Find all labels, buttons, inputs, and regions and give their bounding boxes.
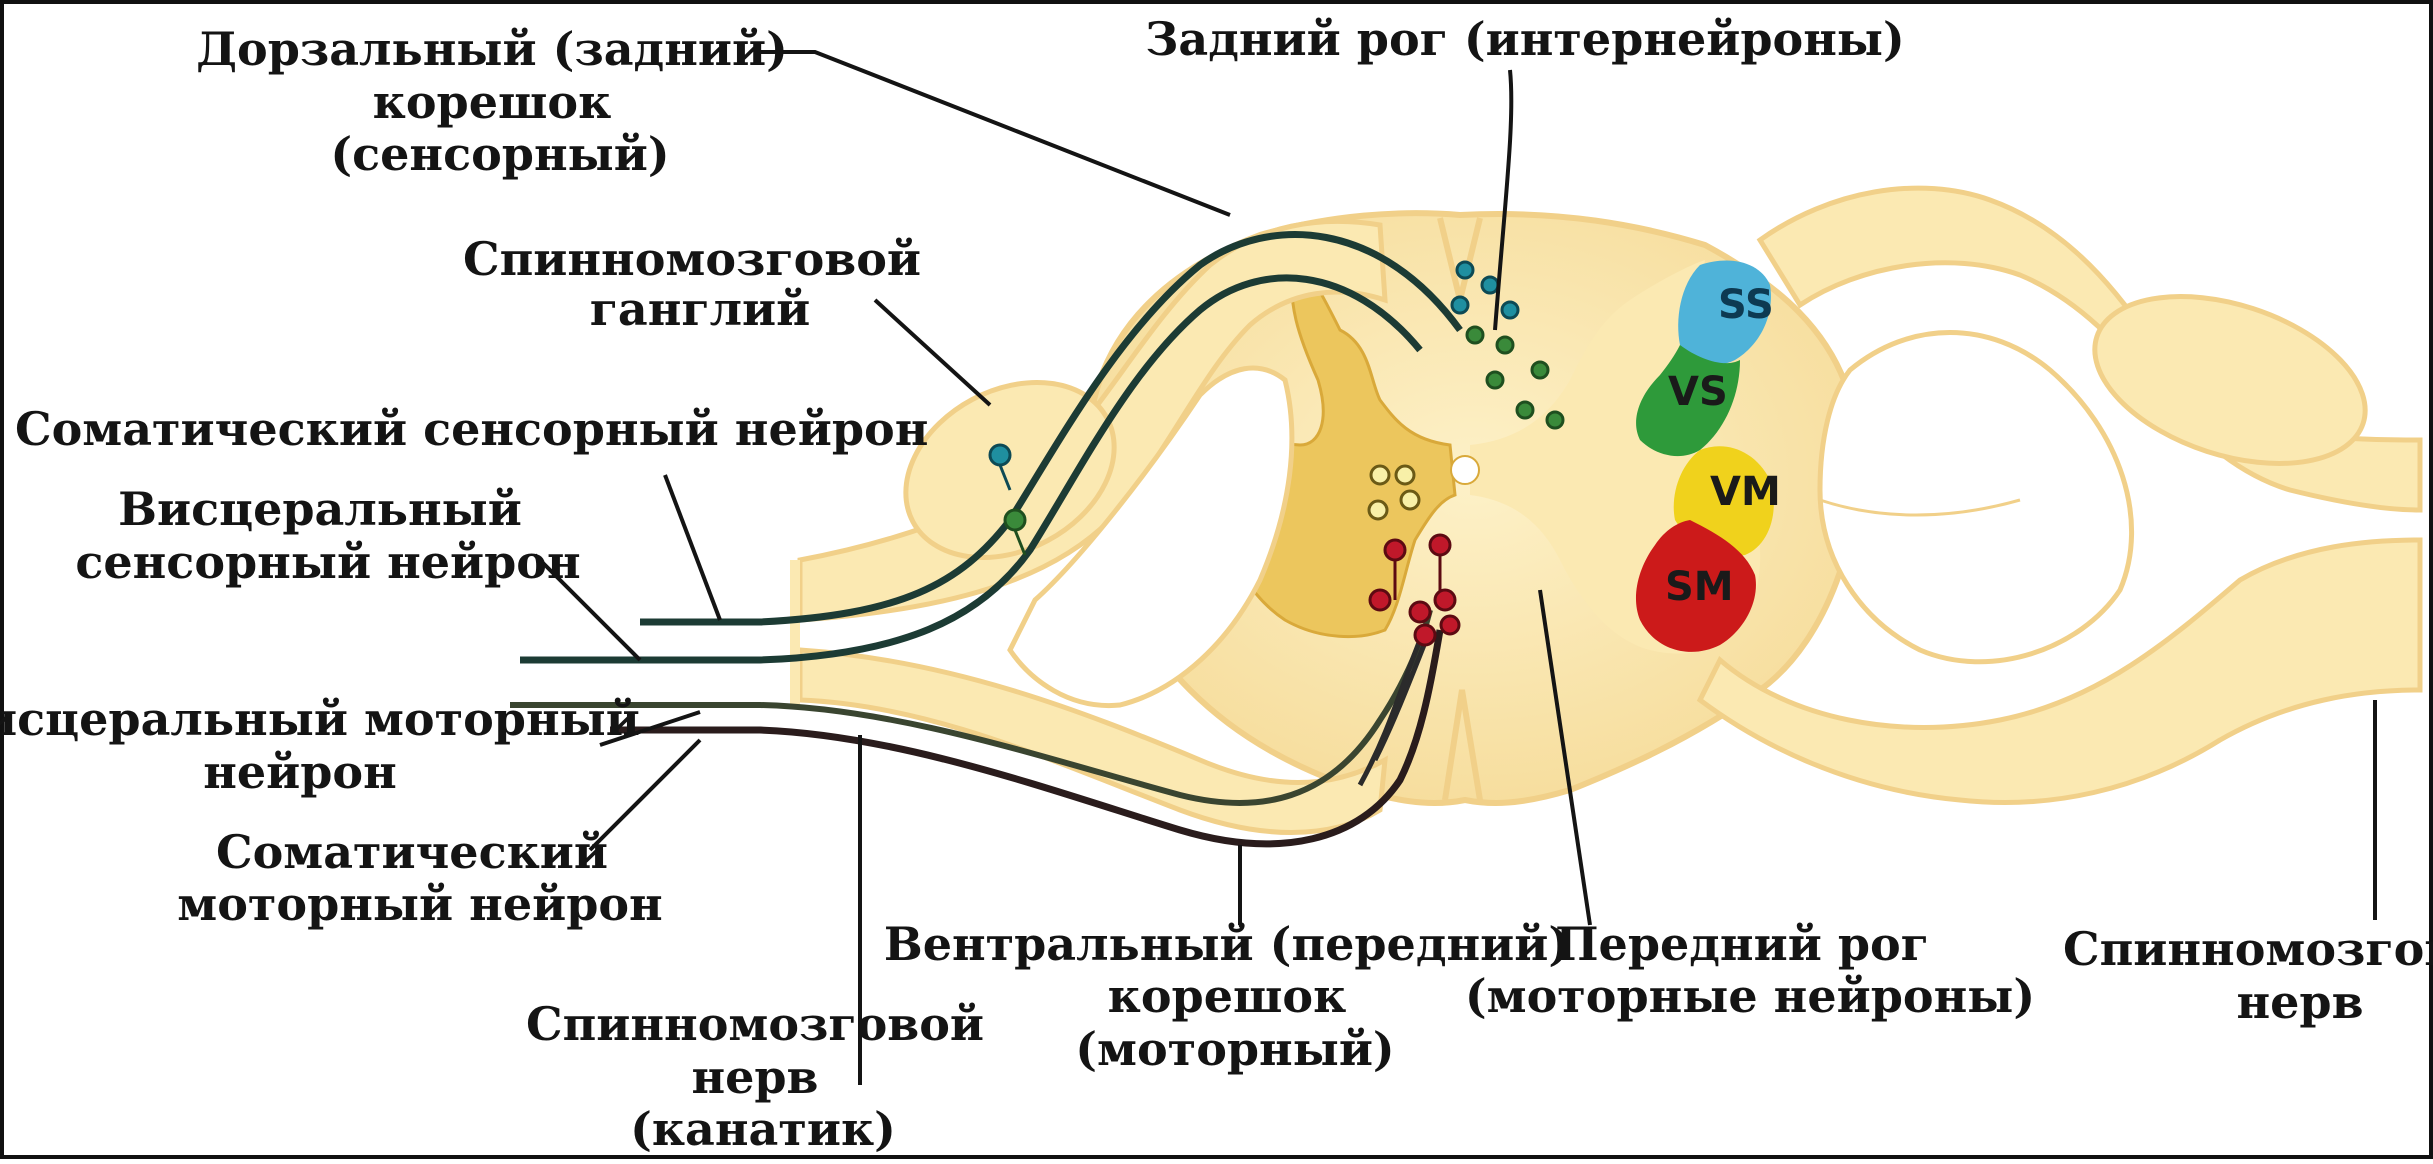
interneuron-soma-1 [1371, 466, 1389, 484]
spinal-nerve-left [790, 560, 800, 705]
region-label-vs: VS [1668, 369, 1728, 415]
central-canal [1451, 456, 1479, 484]
region-label-ss: SS [1718, 282, 1774, 328]
right-nerve-gap [1820, 333, 2132, 662]
label-visceral-sensory: Висцеральный сенсорный нейрон [75, 482, 580, 589]
leader-spinal-ganglion [875, 300, 990, 405]
region-label-vm: VM [1710, 469, 1781, 515]
label-spinal-nerve-left: Спинномозговой нерв (канатик) [526, 997, 1000, 1156]
leader-dorsal-root [760, 52, 1230, 215]
label-somatic-motor: Соматический моторный нейрон [177, 825, 662, 931]
label-visceral-motor: Висцеральный моторный нейрон [0, 692, 656, 799]
label-dorsal-root: Дорзальный (задний) корешок (сенсорный) [196, 22, 804, 181]
region-label-sm: SM [1665, 564, 1734, 610]
leader-somatic-sensory [665, 475, 720, 620]
visceral-sensory-soma [1005, 510, 1025, 530]
label-dorsal-horn: Задний рог (интернейроны) [1145, 12, 1905, 66]
interneuron-soma-2 [1396, 466, 1414, 484]
somatic-sensory-soma [990, 445, 1010, 465]
interneuron-soma-3 [1369, 501, 1387, 519]
interneuron-soma-4 [1401, 491, 1419, 509]
label-spinal-ganglion: Спинномозговой ганглий [463, 232, 937, 336]
label-spinal-nerve-right: Спинномозговой нерв [2063, 922, 2433, 1029]
label-somatic-sensory: Соматический сенсорный нейрон [15, 402, 928, 456]
